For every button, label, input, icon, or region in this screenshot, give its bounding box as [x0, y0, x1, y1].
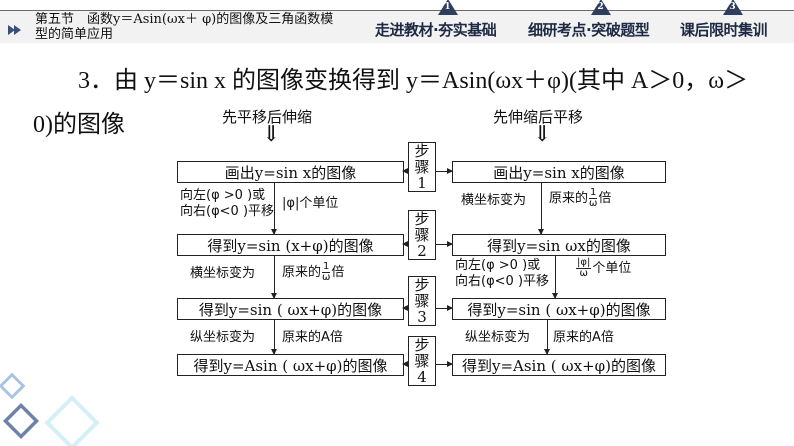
step-1-left-arrow [402, 167, 409, 175]
right-box-4: 得到y=Asin ( ωx+φ)的图像 [452, 354, 666, 376]
transition-text: 向右(φ<0 )平移 [180, 204, 275, 219]
right-transition-3-label: 纵坐标变为 [465, 330, 531, 345]
double-down-arrow-icon: ⇓ [262, 122, 281, 147]
transition-text: 个单位 [592, 261, 632, 276]
step-box-4: 步 骤 4 [408, 336, 436, 386]
fraction-denominator: ω [579, 268, 588, 279]
step-4-right-arrow [436, 360, 453, 368]
step-1-right-arrow [436, 167, 453, 175]
fraction: |φ|ω [576, 257, 592, 279]
left-box-4: 得到y=Asin ( ωx+φ)的图像 [177, 354, 404, 376]
nav-number: 3 [729, 2, 736, 12]
left-box-3: 得到y=sin ( ωx+φ)的图像 [177, 298, 404, 320]
right-arrow-3 [543, 320, 551, 355]
diamond-cyan-icon [44, 395, 100, 446]
nav-number: 1 [444, 2, 451, 12]
left-arrow-3 [270, 320, 278, 355]
left-column-heading: 先平移后伸缩 [222, 108, 313, 126]
step-char: 骤 [414, 226, 430, 244]
step-3-left-arrow [402, 304, 409, 312]
nav-tab-2[interactable]: 2 细研考点·突破题型 [528, 0, 673, 43]
right-transition-2-label: 向左(φ >0 )或 向右(φ<0 )平移 [455, 258, 549, 290]
header-bar: 第五节 函数y＝Asin(ωx＋ φ)的图像及三角函数模型的简单应用 1 走进教… [0, 0, 794, 43]
transition-text: 倍 [598, 191, 612, 206]
transition-text: 倍 [331, 265, 345, 280]
right-box-1: 画出y=sin x的图像 [452, 161, 666, 183]
diamond-light-blue-icon [0, 372, 26, 400]
nav-number: 2 [597, 2, 604, 12]
step-4-left-arrow [402, 360, 409, 368]
nav-label: 走进教材·夯实基础 [375, 21, 497, 39]
content-line-2: 0)的图像 [33, 112, 125, 138]
step-char: 骤 [414, 292, 430, 310]
transition-text: 原来的 [282, 265, 322, 280]
right-box-3: 得到y=sin ( ωx+φ)的图像 [452, 298, 666, 320]
step-char: 步 [414, 142, 430, 160]
right-column-heading: 先伸缩后平移 [493, 108, 584, 126]
step-char: 步 [414, 210, 430, 228]
right-transition-3-amount: 原来的A倍 [553, 330, 614, 345]
step-box-1: 步 骤 1 [408, 142, 436, 192]
transition-text: 向右(φ<0 )平移 [455, 274, 550, 289]
step-number: 3 [417, 308, 427, 326]
step-number: 2 [417, 242, 427, 260]
fraction-denominator: ω [589, 198, 598, 209]
left-box-1: 画出y=sin x的图像 [177, 161, 404, 183]
step-number: 1 [417, 174, 427, 192]
transition-text: 向左(φ >0 )或 [180, 188, 266, 203]
step-3-right-arrow [436, 304, 453, 312]
right-arrow-2 [551, 256, 559, 299]
fraction-numerator: 1 [589, 187, 598, 199]
section-title: 第五节 函数y＝Asin(ωx＋ φ)的图像及三角函数模型的简单应用 [35, 12, 334, 42]
triangle-badge-icon [437, 0, 458, 15]
nav-tab-3[interactable]: 3 课后限时集训 [680, 0, 785, 43]
left-transition-1-label: 向左(φ >0 )或 向右(φ<0 )平移 [180, 188, 274, 220]
triangle-badge-icon [722, 0, 743, 15]
step-char: 骤 [414, 158, 430, 176]
step-2-right-arrow [436, 240, 453, 248]
step-box-2: 步 骤 2 [408, 210, 436, 260]
step-box-3: 步 骤 3 [408, 276, 436, 326]
right-box-2: 得到y=sin ωx的图像 [452, 234, 666, 256]
step-char: 骤 [414, 352, 430, 370]
fraction-numerator: |φ| [576, 257, 592, 269]
right-arrow-1 [537, 183, 545, 235]
transition-text: 向左(φ >0 )或 [455, 258, 541, 273]
left-transition-1-amount: |φ|个单位 [282, 196, 339, 211]
decorative-diamonds [0, 372, 100, 446]
fraction-denominator: ω [322, 272, 331, 283]
diamond-dark-blue-icon [2, 402, 40, 440]
nav-tab-1[interactable]: 1 走进教材·夯实基础 [375, 0, 520, 43]
left-arrow-2 [270, 256, 278, 299]
left-box-2: 得到y=sin (x+φ)的图像 [177, 234, 404, 256]
step-char: 步 [414, 336, 430, 354]
transition-text: 原来的 [549, 191, 589, 206]
left-transition-2-label: 横坐标变为 [190, 266, 256, 281]
double-down-arrow-icon: ⇓ [533, 122, 552, 147]
step-number: 4 [417, 368, 427, 386]
fraction-numerator: 1 [322, 261, 331, 273]
triangle-badge-icon [590, 0, 611, 15]
nav-label: 细研考点·突破题型 [528, 21, 650, 39]
step-char: 步 [414, 276, 430, 294]
step-2-left-arrow [402, 240, 409, 248]
right-transition-1-label: 横坐标变为 [461, 193, 527, 208]
left-transition-3-label: 纵坐标变为 [190, 330, 256, 345]
left-transition-3-amount: 原来的A倍 [282, 330, 343, 345]
left-arrow-1 [270, 183, 278, 235]
nav-label: 课后限时集训 [680, 21, 768, 39]
content-line-1: 3．由 y＝sin x 的图像变换得到 y＝Asin(ωx＋φ)(其中 A＞0，… [78, 68, 749, 94]
